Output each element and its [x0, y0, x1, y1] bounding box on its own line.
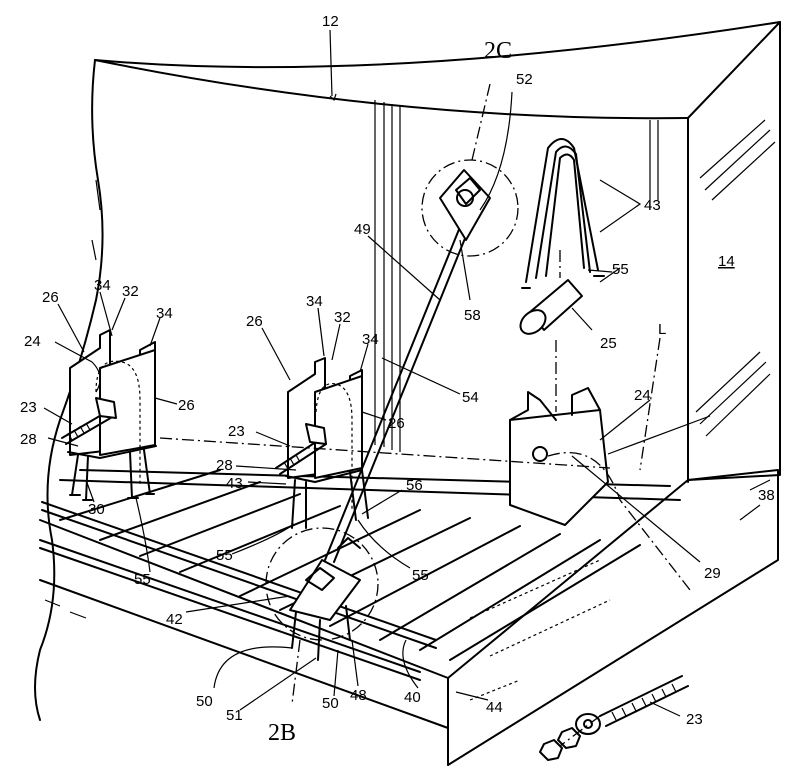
labels: 12 2C 52 43 55 14 49 58 25 L 24 26 34 32…: [20, 13, 775, 746]
label-55-top: 55: [612, 261, 629, 278]
label-12: 12: [322, 13, 339, 30]
rebar-grid: [39, 469, 681, 701]
detail-2c-circle: [421, 159, 519, 257]
label-24-right: 24: [634, 387, 651, 404]
brace: [289, 169, 491, 661]
label-58: 58: [464, 307, 481, 324]
right-bracket: [509, 387, 691, 591]
label-L: L: [658, 321, 666, 338]
label-34-left-a: 34: [94, 277, 111, 294]
wall-form: [34, 21, 781, 721]
label-32-left: 32: [122, 283, 139, 300]
label-48: 48: [350, 687, 367, 704]
middle-bracket: [275, 357, 369, 529]
label-55-mid-right: 55: [412, 567, 429, 584]
label-44: 44: [486, 699, 503, 716]
label-26-left-side: 26: [178, 397, 195, 414]
label-34-mid-b: 34: [362, 331, 379, 348]
label-24-left: 24: [24, 333, 41, 350]
label-42: 42: [166, 611, 183, 628]
label-32-mid: 32: [334, 309, 351, 326]
label-51: 51: [226, 707, 243, 724]
label-26-mid-top: 26: [246, 313, 263, 330]
label-52: 52: [516, 71, 533, 88]
detail-2c-leader: [471, 83, 491, 161]
detail-2b-circle: [265, 527, 379, 641]
label-40: 40: [404, 689, 421, 706]
label-29: 29: [704, 565, 721, 582]
sleeve: [519, 250, 583, 412]
label-55-mid-left: 55: [216, 547, 233, 564]
exploded-rod: [539, 675, 689, 761]
label-23-exploded: 23: [686, 711, 703, 728]
label-14: 14: [718, 253, 735, 270]
label-43-top: 43: [644, 197, 661, 214]
label-34-mid-a: 34: [306, 293, 323, 310]
label-26-mid-side: 26: [388, 415, 405, 432]
label-34-left-b: 34: [156, 305, 173, 322]
label-38: 38: [758, 487, 775, 504]
label-23-mid: 23: [228, 423, 245, 440]
label-56: 56: [406, 477, 423, 494]
label-25: 25: [600, 335, 617, 352]
label-49: 49: [354, 221, 371, 238]
leaders: [43, 29, 771, 717]
slab: [39, 469, 779, 766]
label-30: 30: [88, 501, 105, 518]
line-L: [159, 437, 611, 469]
line-L-leader: [639, 337, 661, 471]
label-23-left: 23: [20, 399, 37, 416]
label-26-left-top: 26: [42, 289, 59, 306]
u-bolts: [521, 138, 605, 289]
label-50-right: 50: [322, 695, 339, 712]
label-50-left: 50: [196, 693, 213, 710]
label-54: 54: [462, 389, 479, 406]
label-28-mid: 28: [216, 457, 233, 474]
label-43-mid: 43: [226, 475, 243, 492]
label-28-left: 28: [20, 431, 37, 448]
label-2c: 2C: [484, 38, 512, 64]
label-2b: 2B: [268, 720, 296, 746]
left-bracket: [61, 329, 157, 501]
label-55-left: 55: [134, 571, 151, 588]
